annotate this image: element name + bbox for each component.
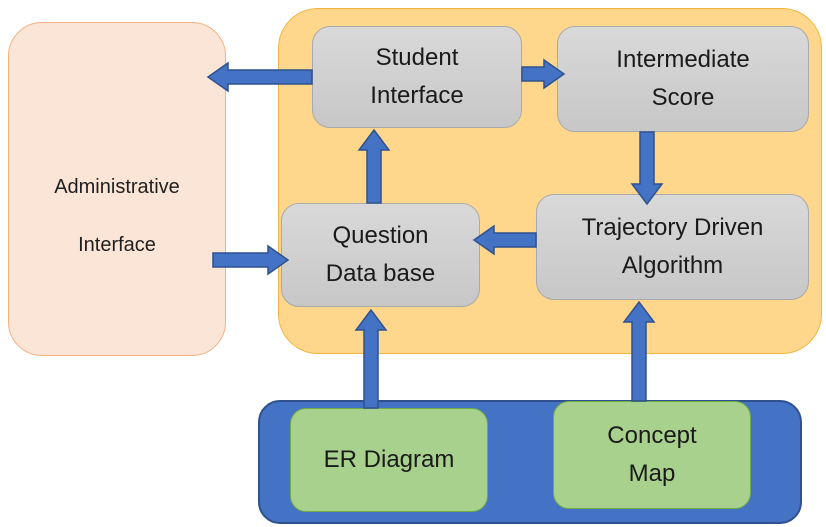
administrative-interface-panel <box>8 22 226 356</box>
admin-label-line1: Administrative <box>54 176 180 198</box>
question-database-node: Question Data base <box>281 203 480 307</box>
trajectory-algorithm-label: Trajectory Driven Algorithm <box>581 214 764 279</box>
er-diagram-node: ER Diagram <box>290 408 488 512</box>
arrow-er-to-question <box>354 308 388 409</box>
intermediate-score-node: Intermediate Score <box>557 26 809 132</box>
arrow-student-to-intermediate <box>521 58 566 90</box>
arrow-intermediate-to-trajectory <box>630 131 664 206</box>
student-interface-label: Student Interface <box>370 44 464 109</box>
arrow-trajectory-to-question <box>472 224 537 256</box>
trajectory-algorithm-node: Trajectory Driven Algorithm <box>536 194 809 300</box>
arrow-admin-to-question <box>212 244 290 276</box>
admin-label-line2: Interface <box>78 234 156 256</box>
student-interface-node: Student Interface <box>312 26 522 128</box>
concept-map-label: Concept Map <box>607 422 697 487</box>
arrow-concept-to-trajectory <box>622 300 656 402</box>
arrow-question-to-student <box>357 128 391 204</box>
question-database-label: Question Data base <box>325 222 436 287</box>
concept-map-node: Concept Map <box>553 401 751 509</box>
intermediate-score-label: Intermediate Score <box>616 46 750 111</box>
er-diagram-label: ER Diagram <box>323 446 455 473</box>
arrow-student-to-admin <box>206 61 313 93</box>
